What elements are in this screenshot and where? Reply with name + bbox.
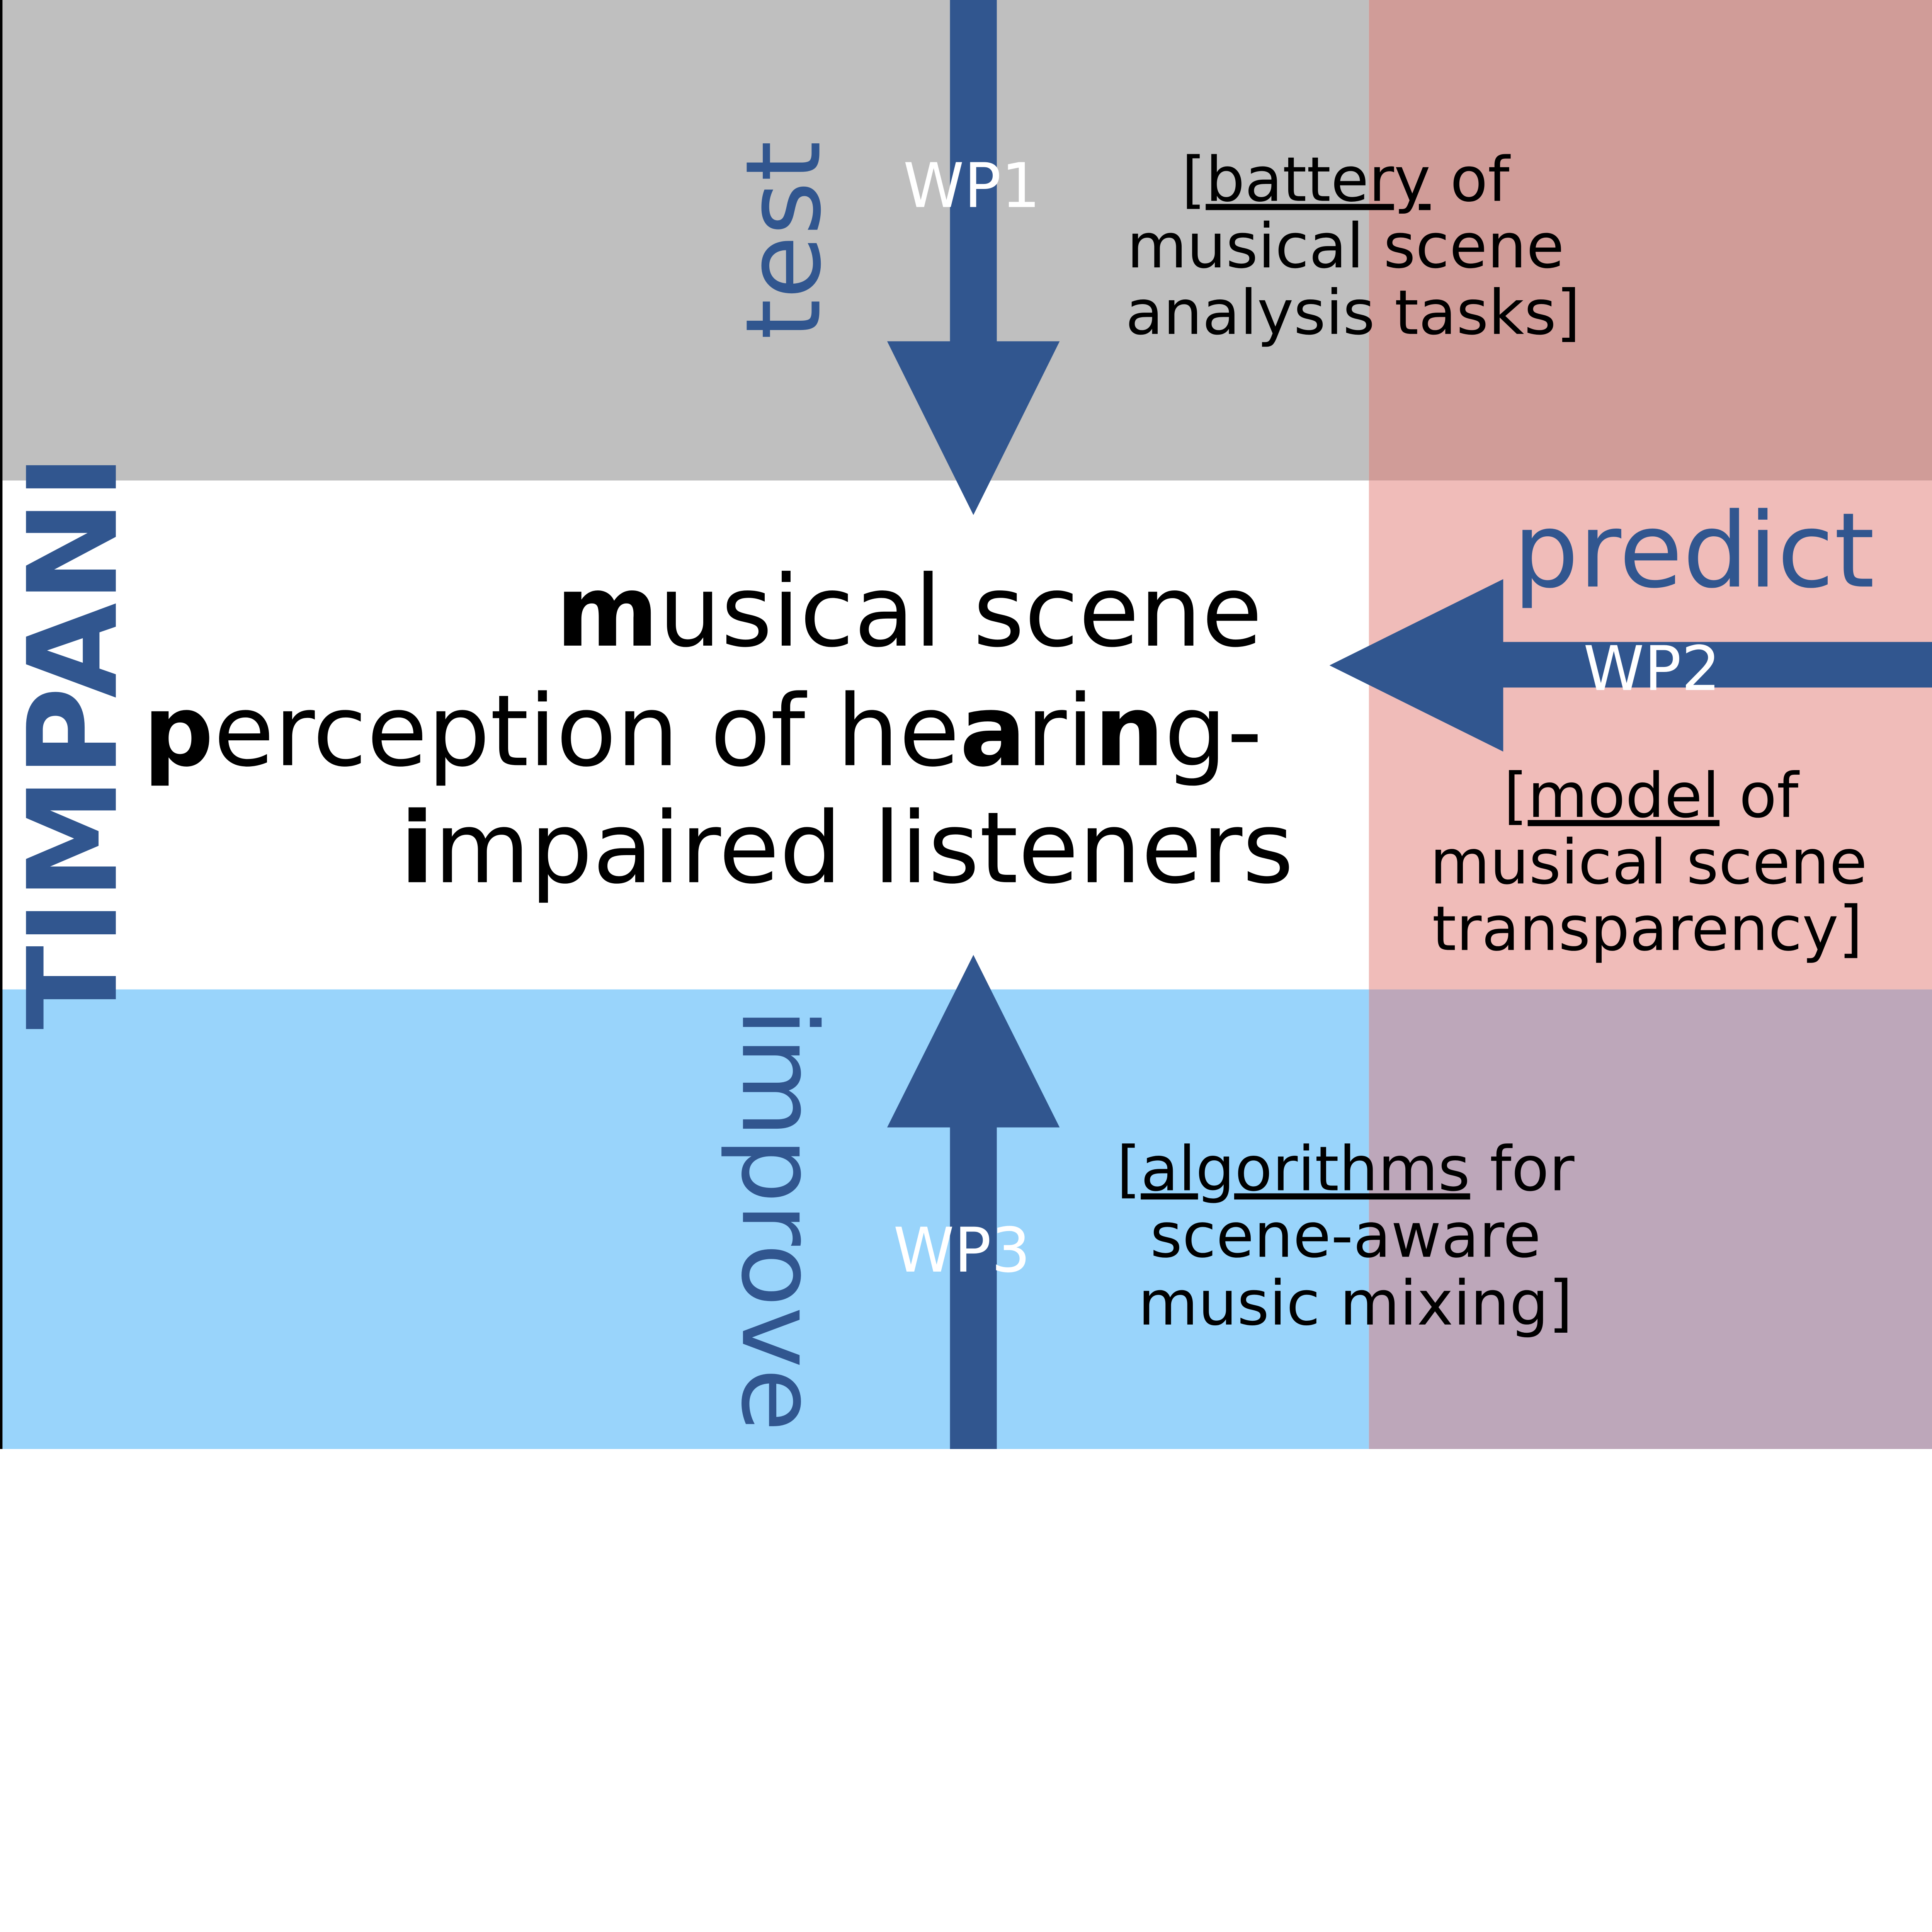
test-band <box>0 0 1369 481</box>
title-segment: mpaired listeners <box>434 791 1294 906</box>
title-bold-letter: a <box>960 674 1026 789</box>
title-segment: g- <box>1164 674 1262 789</box>
improve-band <box>0 989 1369 1449</box>
title-line1: musical scene <box>556 554 1263 669</box>
improve-model-corner <box>1369 989 1932 1449</box>
wp2-verb: predict <box>1513 491 1875 611</box>
test-model-corner <box>1369 0 1932 481</box>
wp1-note: [battery of musical scene analysis tasks… <box>1126 144 1584 349</box>
wp2-note-line3: transparency] <box>1432 893 1862 965</box>
title-segment: usical scene <box>658 554 1262 669</box>
wp2-note-line2: musical scene <box>1430 826 1867 898</box>
wp1-verb: test <box>724 141 844 340</box>
wp3-note: [algorithms for scene-aware music mixing… <box>1117 1133 1594 1339</box>
wp2-arrow <box>1329 579 1932 752</box>
wp3-label: WP3 <box>893 1214 1031 1286</box>
main-title: musical scene perception of hearing- imp… <box>143 554 1294 906</box>
center-band <box>0 480 1369 990</box>
title-segment: erception of he <box>214 674 960 789</box>
title-bold-letter: p <box>143 674 214 789</box>
title-bold-letter: m <box>556 554 659 669</box>
title-bold-letter: i <box>400 791 434 906</box>
wp2-label: WP2 <box>1583 633 1721 705</box>
title-bold-letter: n <box>1094 674 1165 789</box>
timpani-diagram: TIMPANI test WP1 [battery of musical sce… <box>0 0 1932 1449</box>
title-line3: impaired listeners <box>400 791 1294 906</box>
wp1-arrow <box>887 0 1060 515</box>
wp3-verb: improve <box>718 1008 839 1432</box>
wp1-label: WP1 <box>903 150 1040 222</box>
model-band <box>1369 480 1932 990</box>
left-border <box>0 0 3 1449</box>
wp3-arrow <box>887 955 1060 1449</box>
title-line2: perception of hearing- <box>143 674 1262 789</box>
wp2-note-line1: [model of <box>1503 760 1800 832</box>
title-segment: ri <box>1026 674 1094 789</box>
project-name: TIMPANI <box>2 454 145 1030</box>
